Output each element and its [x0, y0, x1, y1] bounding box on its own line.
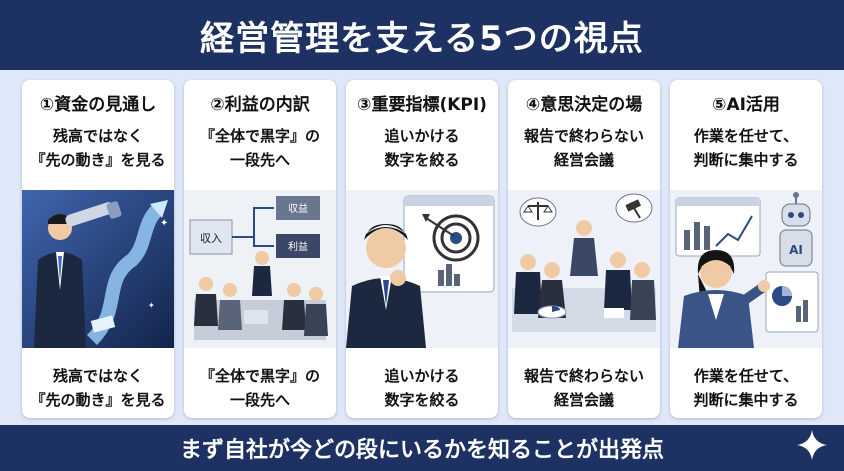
subtitle-line: 一段先へ [229, 151, 290, 169]
card-kpi: ③重要指標(KPI) 追いかける 数字を絞る [346, 80, 498, 418]
card-title: ⑤AI活用 [712, 95, 780, 115]
subtitle-line: 『全体で黒字』の [199, 127, 320, 145]
card-subtitle-bottom: 残高ではなく 『先の動き』を見る [22, 364, 174, 412]
board-label-profit: 利益 [288, 240, 308, 253]
card-cash-outlook: ①資金の見通し 残高ではなく 『先の動き』を見る ✦ ✦ [22, 80, 174, 418]
subtitle-line: 『先の動き』を見る [30, 391, 166, 409]
card-ai-usage: ⑤AI活用 作業を任せて、 判断に集中する AI [670, 80, 822, 418]
illustration-telescope: ✦ ✦ [22, 190, 174, 348]
illustration-decision-meeting [508, 190, 660, 348]
subtitle-line: 判断に集中する [693, 151, 799, 169]
card-title: ①資金の見通し [39, 95, 157, 115]
svg-text:✦: ✦ [160, 218, 168, 229]
card-title: ②利益の内訳 [210, 95, 310, 115]
card-row: ①資金の見通し 残高ではなく 『先の動き』を見る ✦ ✦ [22, 80, 822, 420]
page-title: 経営管理を支える5つの視点 [200, 18, 644, 59]
card-subtitle-top: 追いかける 数字を絞る [346, 124, 498, 172]
subtitle-line: 残高ではなく [52, 127, 143, 145]
subtitle-line: 作業を任せて、 [693, 127, 799, 145]
svg-text:✦: ✦ [148, 301, 155, 310]
subtitle-line: 残高ではなく [52, 367, 143, 385]
illustration-meeting-board: 収入 収益 利益 [184, 190, 336, 348]
board-label-revenue: 収入 [200, 232, 222, 245]
footer-band [0, 425, 844, 471]
subtitle-line: 報告で終わらない [523, 367, 644, 385]
subtitle-line: 報告で終わらない [523, 127, 644, 145]
card-profit-breakdown: ②利益の内訳 『全体で黒字』の 一段先へ 収入 収益 利益 [184, 80, 336, 418]
subtitle-line: 経営会議 [553, 151, 614, 169]
header-band [0, 0, 844, 70]
card-subtitle-bottom: 『全体で黒字』の 一段先へ [184, 364, 336, 412]
illustration-kpi-target [346, 190, 498, 348]
sparkle-icon [797, 430, 827, 460]
card-subtitle-top: 作業を任せて、 判断に集中する [670, 124, 822, 172]
card-subtitle-top: 『全体で黒字』の 一段先へ [184, 124, 336, 172]
subtitle-line: 一段先へ [229, 391, 290, 409]
card-subtitle-bottom: 追いかける 数字を絞る [346, 364, 498, 412]
card-title: ③重要指標(KPI) [357, 95, 487, 115]
subtitle-line: 経営会議 [553, 391, 614, 409]
subtitle-line: 『先の動き』を見る [30, 151, 166, 169]
card-subtitle-bottom: 作業を任せて、 判断に集中する [670, 364, 822, 412]
card-subtitle-top: 報告で終わらない 経営会議 [508, 124, 660, 172]
subtitle-line: 追いかける [384, 367, 460, 385]
card-title: ④意思決定の場 [525, 95, 643, 115]
robot-label: AI [789, 243, 803, 257]
board-label-income: 収益 [288, 202, 308, 215]
subtitle-line: 追いかける [384, 127, 460, 145]
card-decision-making: ④意思決定の場 報告で終わらない 経営会議 [508, 80, 660, 418]
subtitle-line: 判断に集中する [693, 391, 799, 409]
card-subtitle-top: 残高ではなく 『先の動き』を見る [22, 124, 174, 172]
subtitle-line: 数字を絞る [384, 151, 460, 169]
card-subtitle-bottom: 報告で終わらない 経営会議 [508, 364, 660, 412]
illustration-ai-robot: AI [670, 190, 822, 348]
subtitle-line: 数字を絞る [384, 391, 460, 409]
subtitle-line: 『全体で黒字』の [199, 367, 320, 385]
subtitle-line: 作業を任せて、 [693, 367, 799, 385]
footer-message: まず自社が今どの段にいるかを知ることが出発点 [179, 438, 664, 463]
